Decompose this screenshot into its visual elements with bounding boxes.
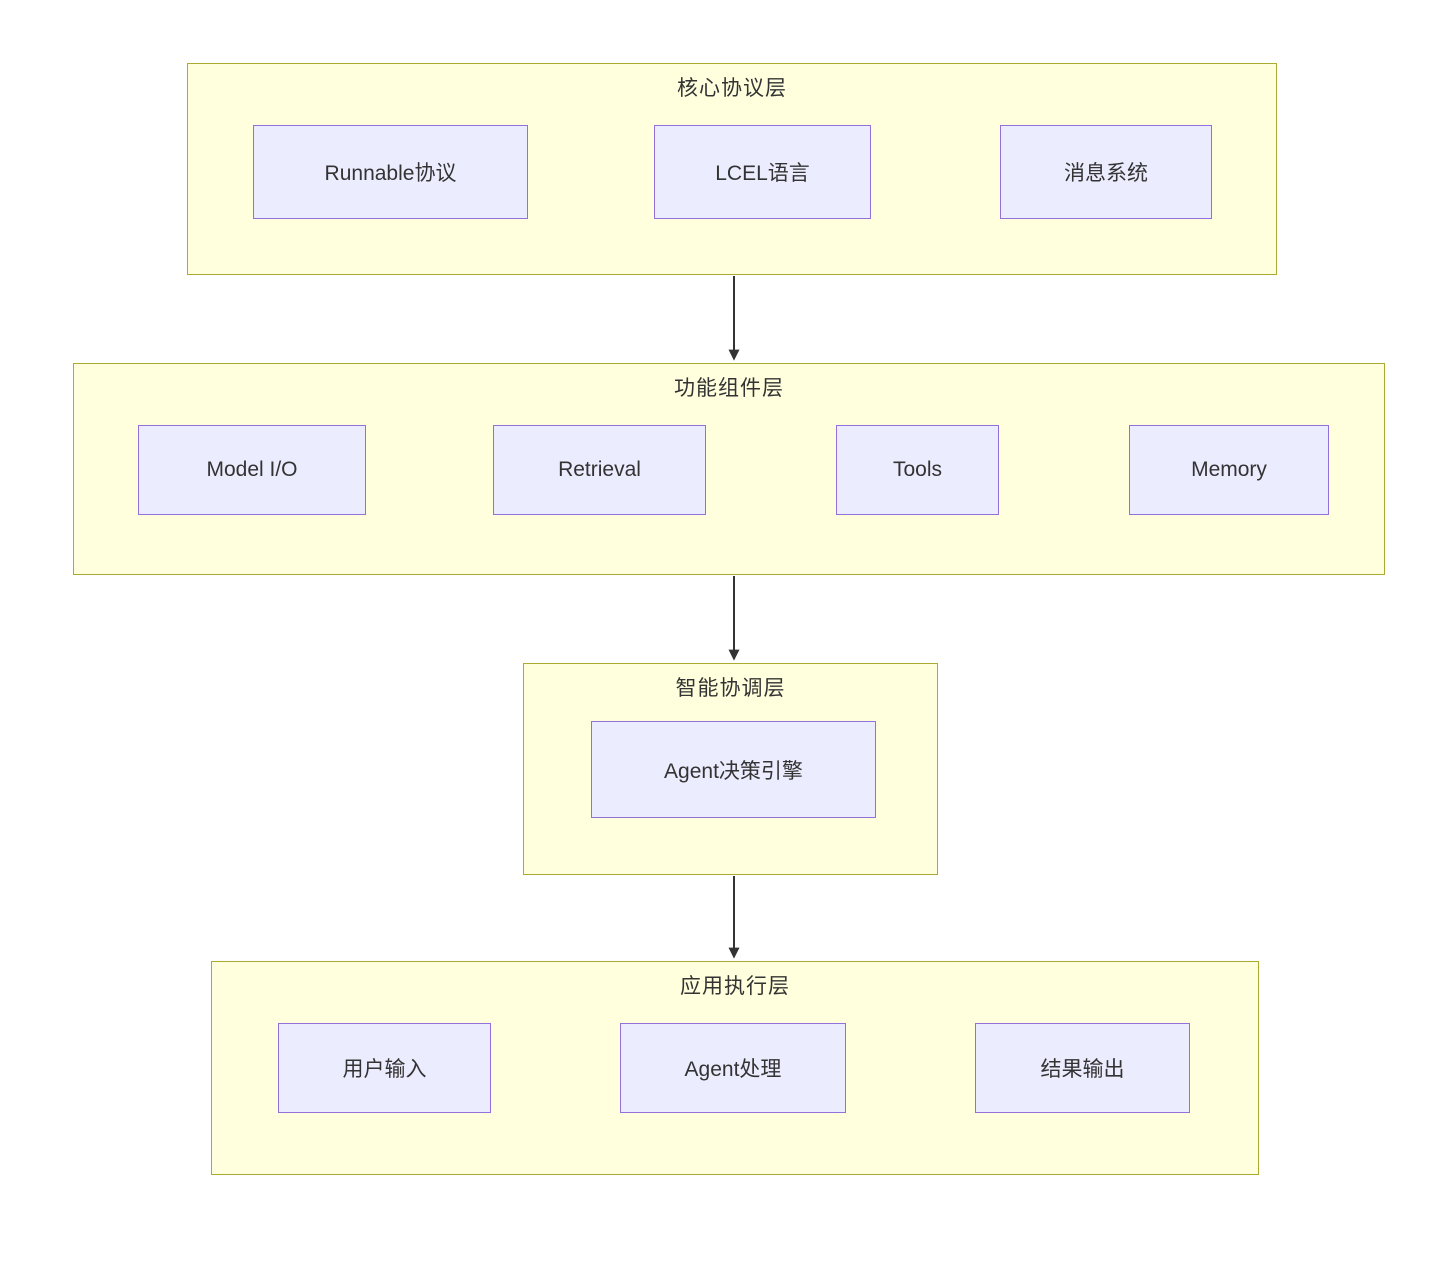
cluster-title-core-protocol-layer: 核心协议层	[677, 77, 787, 100]
cluster-title-intelligent-coordination-layer: 智能协调层	[675, 677, 786, 700]
node-memory: Memory	[1129, 425, 1329, 515]
node-result-output: 结果输出	[975, 1023, 1190, 1113]
node-message-system: 消息系统	[1000, 125, 1212, 219]
node-tools: Tools	[836, 425, 999, 515]
node-lcel-language: LCEL语言	[654, 125, 871, 219]
cluster-functional-component-layer: 功能组件层 Model I/O Retrieval Tools Memory	[73, 363, 1385, 575]
node-agent-processing: Agent处理	[620, 1023, 846, 1113]
node-agent-decision-engine: Agent决策引擎	[591, 721, 876, 818]
cluster-title-functional-component-layer: 功能组件层	[674, 377, 784, 400]
cluster-application-execution-layer: 应用执行层 用户输入 Agent处理 结果输出	[211, 961, 1259, 1175]
node-user-input: 用户输入	[278, 1023, 491, 1113]
node-model-io: Model I/O	[138, 425, 366, 515]
node-runnable-protocol: Runnable协议	[253, 125, 528, 219]
node-retrieval: Retrieval	[493, 425, 706, 515]
cluster-title-application-execution-layer: 应用执行层	[680, 975, 790, 998]
cluster-intelligent-coordination-layer: 智能协调层 Agent决策引擎	[523, 663, 938, 875]
cluster-core-protocol-layer: 核心协议层 Runnable协议 LCEL语言 消息系统	[187, 63, 1277, 275]
